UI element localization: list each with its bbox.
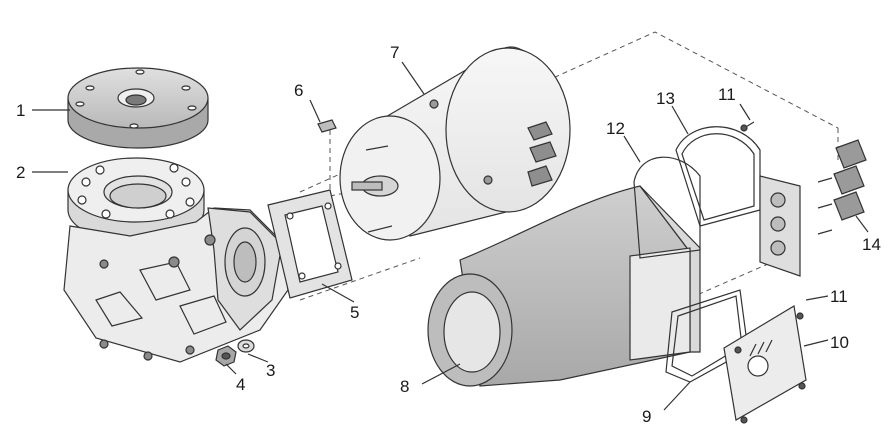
leader-lines	[32, 61, 869, 411]
part-13-panel-gasket	[675, 126, 761, 227]
callout-10: 10	[830, 333, 849, 352]
part-3-washer	[237, 339, 255, 353]
callout-labels: 1 2 3 4 5 6 7 8 9 10 11 11 12 13 14	[16, 43, 881, 426]
callout-5: 5	[350, 303, 359, 322]
callout-14: 14	[862, 235, 881, 254]
part-11-screws	[734, 121, 806, 424]
part-9-lower-gasket	[665, 289, 749, 383]
callout-4: 4	[236, 375, 245, 394]
callout-8: 8	[400, 377, 409, 396]
callout-13: 13	[656, 89, 675, 108]
part-14-cable-glands	[817, 139, 867, 235]
callout-11-lower: 11	[830, 287, 848, 306]
callout-12: 12	[606, 119, 625, 138]
part-12-loop-gasket	[633, 156, 701, 259]
callout-11-upper: 11	[718, 85, 736, 104]
callout-6: 6	[294, 81, 303, 100]
terminal-plate	[759, 175, 801, 277]
part-8-terminal-cover	[427, 185, 701, 387]
callout-7: 7	[390, 43, 399, 62]
callout-2: 2	[16, 163, 25, 182]
pump-housing	[63, 207, 289, 363]
part-1-top-flange	[67, 67, 209, 149]
part-2-base-flange	[67, 157, 205, 243]
part-6-key	[317, 119, 337, 133]
callout-3: 3	[266, 361, 275, 380]
callout-9: 9	[642, 407, 651, 426]
callout-1: 1	[16, 101, 25, 120]
part-7-motor	[339, 46, 571, 241]
part-5-gasket	[267, 189, 353, 299]
part-10-cover-plate	[723, 305, 807, 421]
part-4-nut	[215, 345, 237, 367]
